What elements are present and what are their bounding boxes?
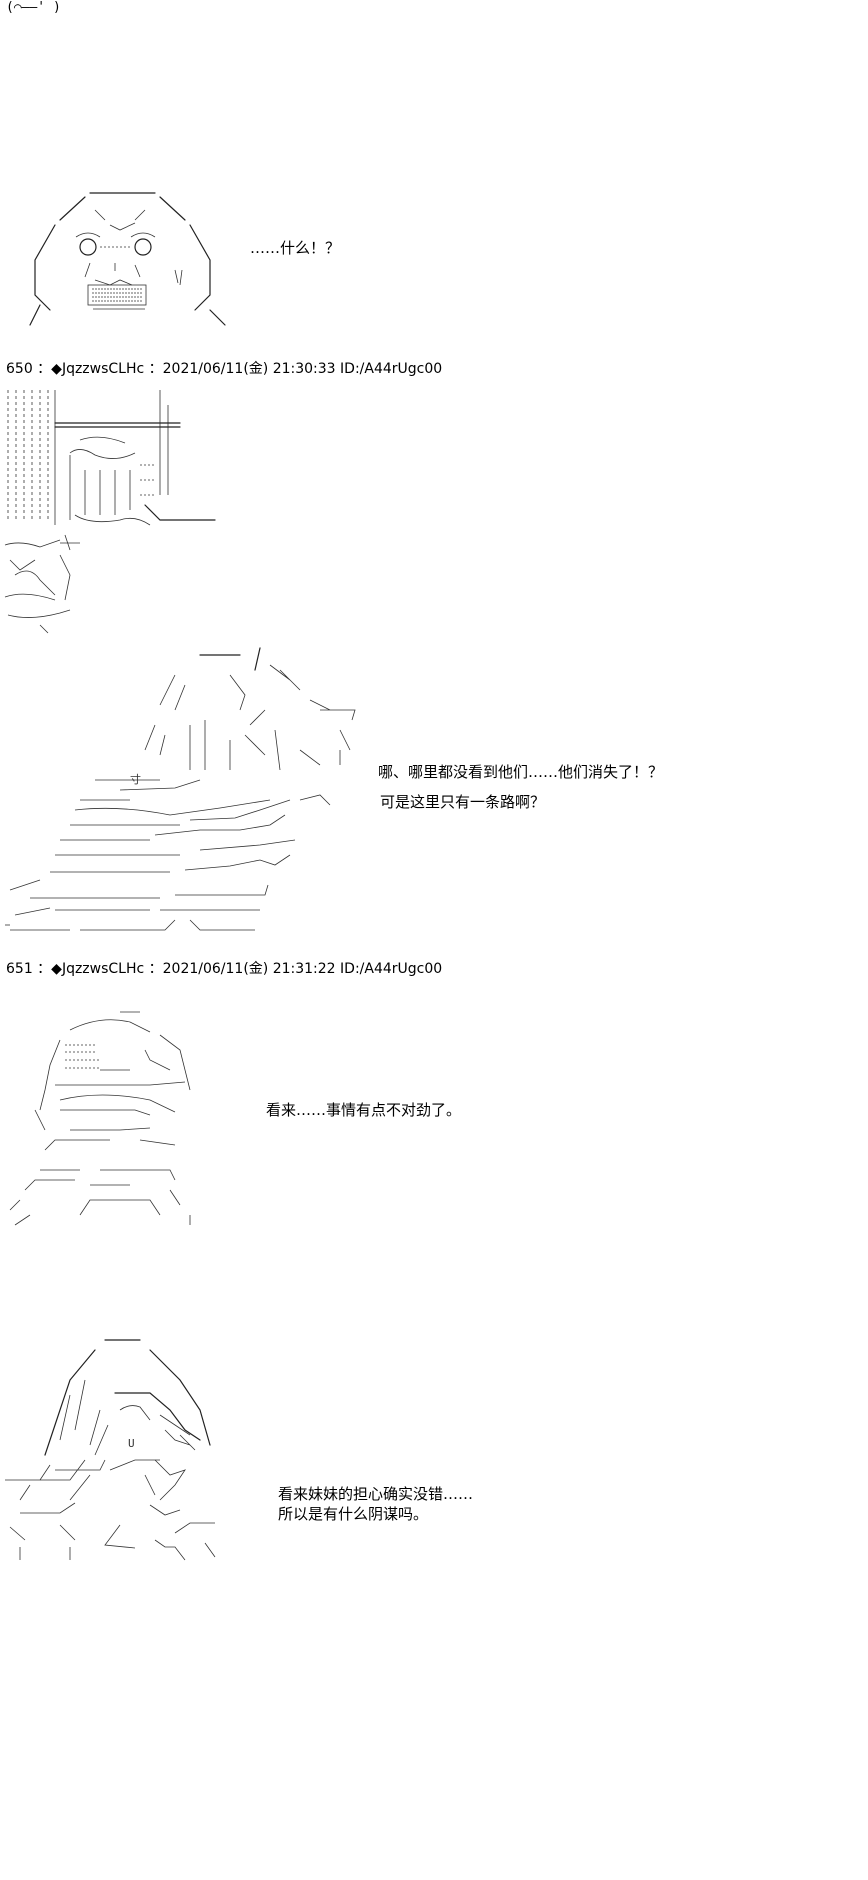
character-mark-u: U xyxy=(128,1437,135,1450)
dialog-disappeared-line2: 可是这里只有一条路啊？ xyxy=(380,793,546,811)
hood-symbol: 寸 xyxy=(130,772,141,786)
ascii-art-shocked-face xyxy=(29,192,226,326)
dialog-conspiracy-line1: 看来妹妹的担心确实没错…… xyxy=(278,1485,474,1503)
dialog-conspiracy-line2: 所以是有什么阴谋吗。 xyxy=(278,1505,429,1523)
ascii-art-character-closeup: U xyxy=(5,1339,216,1561)
ascii-art-hooded-figure: 寸 xyxy=(5,647,356,931)
dialog-what: ……什么！？ xyxy=(250,239,341,257)
ascii-art-cave-entrance xyxy=(4,390,216,634)
post-header-651: 651 ：◆JqzzwsCLHc ：2021/06/11(金) 21:31:22… xyxy=(6,961,443,977)
dialog-disappeared-line1: 哪、哪里都没看到他们……他们消失了！？ xyxy=(378,763,664,781)
ascii-art-girl-thinking xyxy=(9,1011,191,1226)
dialog-something-wrong: 看来……事情有点不对劲了。 xyxy=(266,1101,462,1119)
top-fragment-text: (⌒——' ) xyxy=(6,0,61,15)
dialog-conspiracy: 看来妹妹的担心确实没错…… 所以是有什么阴谋吗。 xyxy=(278,1484,473,1524)
dialog-disappeared: 哪、哪里都没看到他们……他们消失了！？ 可是这里只有一条路啊？ xyxy=(378,762,663,812)
post-header-650: 650 ：◆JqzzwsCLHc ：2021/06/11(金) 21:30:33… xyxy=(6,361,443,377)
